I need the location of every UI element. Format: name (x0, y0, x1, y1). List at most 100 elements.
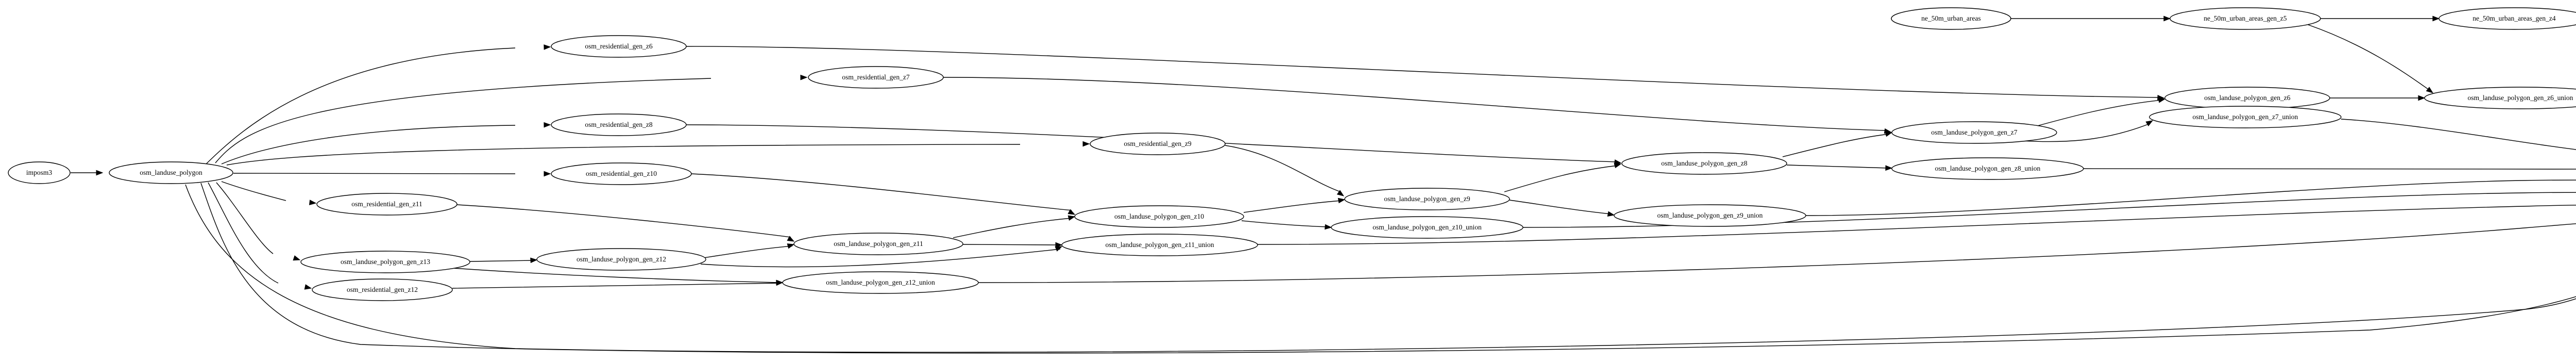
edge-osm_residential_gen_z10-to-osm_landuse_polygon_gen_z10 (691, 173, 1076, 215)
node-ellipse[interactable] (109, 161, 233, 184)
node-label: osm_residential_gen_z6 (585, 42, 652, 50)
edge-path (2308, 24, 2430, 91)
node-imposm3[interactable]: imposm3 (8, 161, 71, 184)
node-ellipse[interactable] (1074, 205, 1244, 228)
node-osm_landuse_polygon_gen_z7_union[interactable]: osm_landuse_polygon_gen_z7_union (2149, 106, 2342, 128)
node-osm_landuse_polygon_gen_z6_union[interactable]: osm_landuse_polygon_gen_z6_union (2424, 87, 2576, 109)
arrowhead-icon (1055, 246, 1063, 252)
node-osm_landuse_polygon_gen_z13[interactable]: osm_landuse_polygon_gen_z13 (300, 251, 470, 273)
node-label: osm_landuse_polygon_gen_z7_union (2193, 113, 2298, 121)
node-ellipse[interactable] (536, 248, 706, 271)
arrowhead-icon (96, 170, 104, 176)
node-ellipse[interactable] (1061, 234, 1258, 256)
edge-osm_residential_gen_z9-to-osm_landuse_polygon_gen_z9 (1225, 145, 1345, 196)
node-osm_landuse_polygon_gen_z12_union[interactable]: osm_landuse_polygon_gen_z12_union (782, 271, 979, 294)
node-osm_landuse_polygon_gen_z11[interactable]: osm_landuse_polygon_gen_z11 (793, 233, 963, 255)
arrowhead-icon (1885, 131, 1893, 137)
edge-osm_landuse_polygon-to-osm_residential_gen_z10 (233, 171, 551, 177)
edge-path (1805, 179, 2576, 216)
node-ellipse[interactable] (300, 251, 470, 273)
edge-path (1786, 164, 1889, 169)
node-ellipse[interactable] (808, 66, 944, 89)
node-osm_residential_gen_z11[interactable]: osm_residential_gen_z11 (316, 193, 457, 216)
node-ne_50m_urban_areas_gen_z4[interactable]: ne_50m_urban_areas_gen_z4 (2438, 7, 2576, 30)
edge-path (206, 47, 516, 164)
node-ellipse[interactable] (2170, 7, 2321, 30)
node-label: osm_residential_gen_z11 (351, 200, 422, 208)
node-ellipse[interactable] (551, 162, 692, 185)
node-osm_landuse_polygon_gen_z9[interactable]: osm_landuse_polygon_gen_z9 (1344, 188, 1510, 210)
arrowhead-icon (1067, 209, 1076, 215)
edge-osm_landuse_polygon-to-osm_residential_gen_z8 (221, 122, 551, 164)
arrowhead-icon (1067, 215, 1076, 221)
edge-osm_landuse_polygon_gen_z10-to-osm_landuse_polygon_gen_z9 (1243, 198, 1346, 213)
node-osm_landuse_polygon_gen_z8_union[interactable]: osm_landuse_polygon_gen_z8_union (1891, 157, 2084, 180)
edge-path (2341, 119, 2576, 150)
node-label: osm_landuse_polygon_gen_z8 (1661, 159, 1747, 167)
node-ellipse[interactable] (1090, 133, 1226, 155)
node-osm_landuse_polygon_gen_z6[interactable]: osm_landuse_polygon_gen_z6 (2164, 87, 2330, 109)
edge-osm_landuse_polygon_gen_z7-to-osm_landuse_polygon_gen_z7_union (2011, 120, 2154, 142)
edge-osm_landuse_polygon_gen_z12-to-osm_landuse_polygon_gen_z11_union (700, 246, 1063, 268)
node-ellipse[interactable] (316, 193, 457, 216)
node-ellipse[interactable] (2149, 106, 2342, 128)
node-label: osm_landuse_polygon_gen_z12 (577, 255, 666, 263)
node-osm_residential_gen_z8[interactable]: osm_residential_gen_z8 (551, 113, 687, 136)
edge-osm_landuse_polygon-to-osm_residential_gen_z6 (206, 44, 551, 164)
node-ellipse[interactable] (1891, 121, 2057, 144)
edge-path (233, 173, 516, 174)
edge-path (200, 183, 2576, 354)
node-osm_landuse_polygon_gen_z11_union[interactable]: osm_landuse_polygon_gen_z11_union (1061, 234, 1258, 256)
node-label: osm_residential_gen_z8 (585, 121, 652, 128)
node-osm_residential_gen_z6[interactable]: osm_residential_gen_z6 (551, 35, 687, 58)
node-ellipse[interactable] (1891, 7, 2011, 30)
node-osm_landuse_polygon_gen_z12[interactable]: osm_landuse_polygon_gen_z12 (536, 248, 706, 271)
node-osm_residential_gen_z12[interactable]: osm_residential_gen_z12 (312, 278, 453, 301)
node-ellipse[interactable] (2438, 7, 2576, 30)
edge-osm_landuse_polygon_gen_z9_union-to-layer_landuse_z9 (1805, 179, 2576, 216)
node-ellipse[interactable] (1614, 204, 1806, 227)
node-osm_landuse_polygon_gen_z7[interactable]: osm_landuse_polygon_gen_z7 (1891, 121, 2057, 144)
node-label: osm_landuse_polygon_gen_z11_union (1106, 241, 1214, 249)
node-osm_landuse_polygon_gen_z10_union[interactable]: osm_landuse_polygon_gen_z10_union (1331, 216, 1523, 239)
arrowhead-icon (544, 44, 551, 50)
node-ellipse[interactable] (1621, 152, 1787, 175)
node-ne_50m_urban_areas[interactable]: ne_50m_urban_areas (1891, 7, 2011, 30)
node-osm_landuse_polygon_gen_z8[interactable]: osm_landuse_polygon_gen_z8 (1621, 152, 1787, 175)
node-ellipse[interactable] (1344, 188, 1510, 210)
node-ellipse[interactable] (793, 233, 963, 255)
node-osm_landuse_polygon_gen_z10[interactable]: osm_landuse_polygon_gen_z10 (1074, 205, 1244, 228)
edge-path (962, 244, 1059, 245)
arrowhead-icon (776, 279, 784, 286)
node-osm_residential_gen_z9[interactable]: osm_residential_gen_z9 (1090, 133, 1226, 155)
node-osm_residential_gen_z7[interactable]: osm_residential_gen_z7 (808, 66, 944, 89)
node-ellipse[interactable] (1891, 157, 2084, 180)
node-label: osm_landuse_polygon_gen_z6_union (2468, 94, 2573, 102)
nodes-layer: imposm3 osm_landuse_polygon osm_residentia… (8, 7, 2576, 301)
arrowhead-icon (1607, 211, 1615, 217)
edge-path (1782, 134, 1889, 157)
node-label: osm_residential_gen_z10 (586, 170, 657, 177)
node-label: osm_landuse_polygon_gen_z9 (1384, 195, 1470, 203)
edge-osm_residential_gen_z7-to-osm_landuse_polygon_gen_z7 (943, 77, 1892, 134)
arrowhead-icon (2145, 120, 2154, 126)
edge-path (453, 268, 780, 283)
node-ellipse[interactable] (312, 278, 453, 301)
node-ne_50m_urban_areas_gen_z5[interactable]: ne_50m_urban_areas_gen_z5 (2170, 7, 2321, 30)
node-ellipse[interactable] (8, 161, 71, 184)
node-osm_landuse_polygon_gen_z9_union[interactable]: osm_landuse_polygon_gen_z9_union (1614, 204, 1806, 227)
node-osm_residential_gen_z10[interactable]: osm_residential_gen_z10 (551, 162, 692, 185)
node-ellipse[interactable] (1331, 216, 1523, 239)
node-ellipse[interactable] (2424, 87, 2576, 109)
node-label: ne_50m_urban_areas_gen_z5 (2204, 14, 2286, 22)
edge-path (700, 249, 1061, 268)
node-label: osm_residential_gen_z9 (1124, 140, 1191, 147)
edge-osm_landuse_polygon_gen_z13-to-osm_landuse_polygon_gen_z12 (469, 257, 538, 264)
node-osm_landuse_polygon[interactable]: osm_landuse_polygon (109, 161, 233, 184)
edge-path (452, 283, 780, 289)
node-label: imposm3 (26, 169, 53, 176)
node-ellipse[interactable] (782, 271, 979, 294)
node-ellipse[interactable] (551, 35, 687, 58)
node-label: osm_landuse_polygon_gen_z11 (834, 240, 923, 248)
node-ellipse[interactable] (551, 113, 687, 136)
